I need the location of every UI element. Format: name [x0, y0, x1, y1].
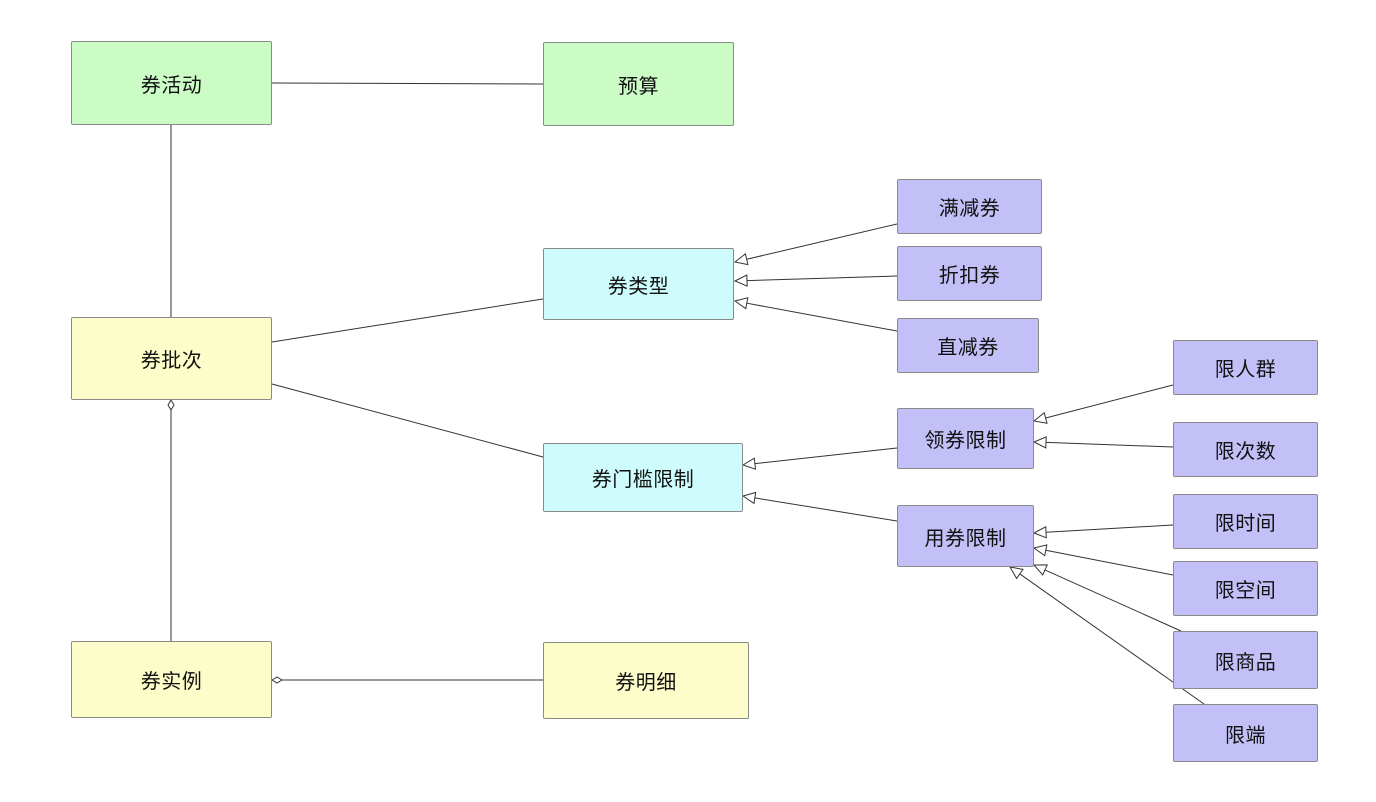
generalization-arrowhead: [741, 491, 757, 505]
node-full-reduction-coupon[interactable]: 满减券: [897, 179, 1042, 234]
node-label: 限人群: [1214, 357, 1277, 381]
connector-generalization: [1045, 524, 1174, 533]
node-label: 折扣券: [938, 263, 1001, 287]
node-label: 限空间: [1214, 578, 1277, 602]
node-limit-crowd[interactable]: 限人群: [1173, 340, 1318, 395]
connector-generalization: [1045, 549, 1174, 576]
generalization-arrowhead: [741, 457, 757, 470]
node-label: 券明细: [615, 670, 677, 694]
node-direct-reduction-coupon[interactable]: 直减券: [897, 318, 1039, 373]
connector-generalization: [746, 302, 898, 332]
connector-generalization: [1045, 384, 1174, 419]
node-label: 预算: [618, 73, 659, 98]
node-discount-coupon[interactable]: 折扣券: [897, 246, 1042, 301]
connector-generalization: [746, 275, 898, 282]
node-claim-limit[interactable]: 领券限制: [897, 408, 1034, 469]
connector-association: [271, 383, 544, 458]
node-label: 满减券: [938, 196, 1001, 220]
generalization-arrowhead: [1032, 525, 1047, 539]
node-label: 券活动: [140, 72, 203, 97]
generalization-arrowhead: [1009, 566, 1024, 580]
node-label: 券类型: [607, 273, 670, 298]
generalization-arrowhead: [733, 297, 749, 310]
node-budget[interactable]: 预算: [543, 42, 734, 126]
node-limit-terminal[interactable]: 限端: [1173, 704, 1318, 762]
aggregation-diamond: [271, 676, 283, 684]
connector-generalization: [746, 223, 898, 260]
connector-association: [271, 82, 544, 85]
node-limit-times[interactable]: 限次数: [1173, 422, 1318, 477]
generalization-arrowhead: [1032, 436, 1047, 449]
node-label: 券门槛限制: [591, 467, 695, 491]
connector-generalization: [1044, 569, 1182, 632]
node-coupon-batch[interactable]: 券批次: [71, 317, 272, 400]
node-use-limit[interactable]: 用券限制: [897, 505, 1034, 567]
node-coupon-instance[interactable]: 券实例: [71, 641, 272, 718]
generalization-arrowhead: [733, 274, 748, 287]
node-limit-time[interactable]: 限时间: [1173, 494, 1318, 549]
connector-association: [271, 298, 544, 343]
connector-generalization: [754, 447, 898, 465]
connector-generalization: [1045, 441, 1174, 448]
node-label: 领券限制: [924, 428, 1007, 452]
connector-generalization: [754, 497, 898, 522]
node-label: 限端: [1225, 722, 1266, 747]
node-label: 限时间: [1214, 511, 1277, 535]
node-coupon-activity[interactable]: 券活动: [71, 41, 272, 125]
aggregation-diamond: [167, 399, 175, 411]
generalization-arrowhead: [1032, 564, 1048, 576]
node-label: 限次数: [1214, 439, 1277, 463]
node-label: 券批次: [140, 348, 203, 372]
node-coupon-type[interactable]: 券类型: [543, 248, 734, 320]
node-label: 直减券: [937, 335, 999, 359]
node-label: 券实例: [140, 669, 203, 693]
node-limit-goods[interactable]: 限商品: [1173, 631, 1318, 689]
node-limit-space[interactable]: 限空间: [1173, 561, 1318, 616]
node-coupon-threshold[interactable]: 券门槛限制: [543, 443, 743, 512]
generalization-arrowhead: [1032, 411, 1048, 424]
generalization-arrowhead: [1032, 544, 1048, 557]
node-coupon-detail[interactable]: 券明细: [543, 642, 749, 719]
node-label: 用券限制: [924, 525, 1007, 550]
generalization-arrowhead: [733, 253, 749, 266]
node-label: 限商品: [1214, 649, 1277, 674]
